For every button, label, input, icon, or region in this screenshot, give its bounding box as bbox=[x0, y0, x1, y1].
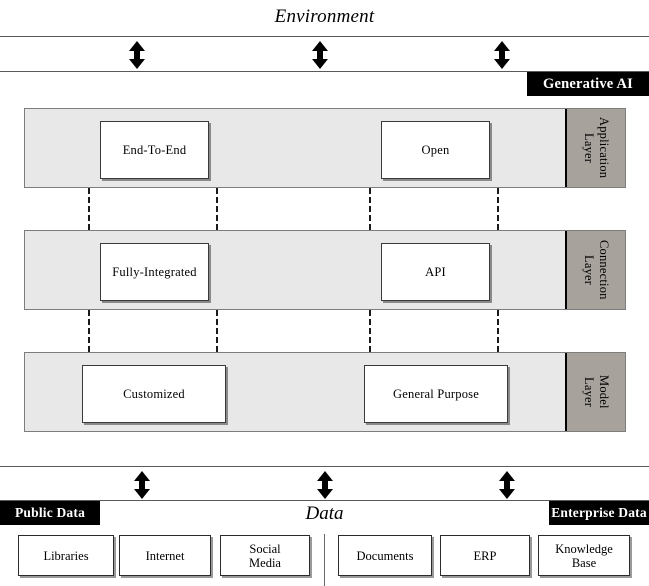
data-arrow-center-icon bbox=[317, 471, 333, 499]
data-band-bottom-rule bbox=[0, 500, 649, 501]
generative-ai-tag: Generative AI bbox=[527, 72, 649, 96]
environment-band-bottom-rule bbox=[0, 71, 649, 72]
dashed-connector-right-b bbox=[497, 188, 499, 230]
model-layer-row: Customized General Purpose Model Layer bbox=[24, 352, 626, 432]
data-title: Data bbox=[305, 503, 344, 524]
connection-layer-tag-label: Connection Layer bbox=[582, 240, 611, 300]
data-source-documents[interactable]: Documents bbox=[338, 535, 432, 576]
connection-layer-right-box[interactable]: API bbox=[381, 243, 490, 301]
model-layer-tag-label: Model Layer bbox=[582, 375, 611, 409]
environment-band-top-rule bbox=[0, 36, 649, 37]
environment-arrow-right-icon bbox=[494, 41, 510, 69]
connection-layer-row: Fully-Integrated API Connection Layer bbox=[24, 230, 626, 310]
dashed-connector-left-f bbox=[216, 310, 218, 352]
public-data-tag: Public Data bbox=[0, 501, 100, 525]
enterprise-data-tag: Enterprise Data bbox=[549, 501, 649, 525]
data-band-top-rule bbox=[0, 466, 649, 467]
data-center-divider bbox=[324, 534, 325, 586]
data-arrow-left-icon bbox=[134, 471, 150, 499]
model-layer-tag: Model Layer bbox=[565, 353, 625, 431]
dashed-connector-right-e bbox=[369, 310, 371, 352]
application-layer-tag-label: Application Layer bbox=[582, 117, 611, 179]
data-source-social-media[interactable]: Social Media bbox=[220, 535, 310, 576]
dashed-connector-left-b bbox=[216, 188, 218, 230]
dashed-connector-right-a bbox=[369, 188, 371, 230]
data-source-libraries[interactable]: Libraries bbox=[18, 535, 114, 576]
environment-arrow-left-icon bbox=[129, 41, 145, 69]
environment-arrow-center-icon bbox=[312, 41, 328, 69]
application-layer-right-box[interactable]: Open bbox=[381, 121, 490, 179]
model-layer-right-box[interactable]: General Purpose bbox=[364, 365, 508, 423]
dashed-connector-right-f bbox=[497, 310, 499, 352]
data-source-knowledge-base[interactable]: Knowledge Base bbox=[538, 535, 630, 576]
environment-title: Environment bbox=[274, 6, 375, 27]
data-source-internet[interactable]: Internet bbox=[119, 535, 211, 576]
data-arrow-right-icon bbox=[499, 471, 515, 499]
dashed-connector-left-e bbox=[88, 310, 90, 352]
model-layer-left-box[interactable]: Customized bbox=[82, 365, 226, 423]
dashed-connector-left-a bbox=[88, 188, 90, 230]
data-source-erp[interactable]: ERP bbox=[440, 535, 530, 576]
application-layer-row: End-To-End Open Application Layer bbox=[24, 108, 626, 188]
connection-layer-left-box[interactable]: Fully-Integrated bbox=[100, 243, 209, 301]
application-layer-tag: Application Layer bbox=[565, 109, 625, 187]
application-layer-left-box[interactable]: End-To-End bbox=[100, 121, 209, 179]
connection-layer-tag: Connection Layer bbox=[565, 231, 625, 309]
